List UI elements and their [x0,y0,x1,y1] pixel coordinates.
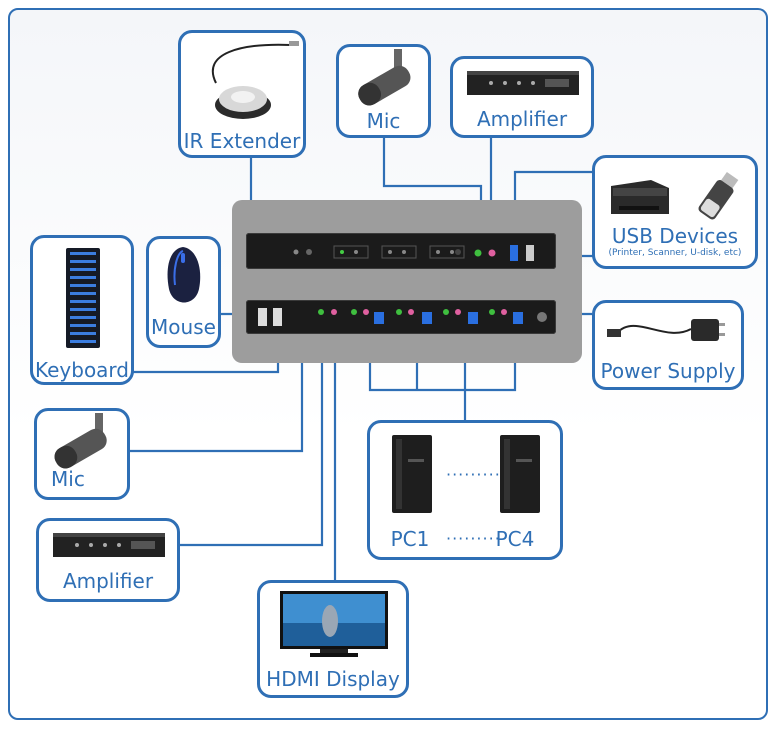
kvm-front-view [246,233,556,269]
pc-dots-top: ········· [446,465,501,484]
ir-receiver-icon [211,41,299,119]
mic-top-label: Mic [366,109,401,133]
microphone-icon [358,49,411,106]
usb-devices-box: USB Devices (Printer, Scanner, U-disk, e… [592,155,758,269]
mouse-box: Mouse [146,236,221,348]
mouse-label: Mouse [151,315,216,339]
power-supply-box: Power Supply [592,300,744,390]
pc1-label: PC1 [390,527,430,551]
monitor-icon [280,591,388,657]
amplifier-icon [467,71,579,95]
hdmi-display-label: HDMI Display [266,667,400,691]
amplifier-icon [53,533,165,557]
ir-extender-box: IR Extender [178,30,306,158]
pc-dots-bottom: ········· [446,529,501,548]
printer-icon [611,180,669,214]
amplifier-top-label: Amplifier [476,107,568,131]
power-supply-label: Power Supply [600,359,736,383]
pcs-box: ········· PC1 ········· PC4 [367,420,563,560]
mic-left-label: Mic [51,467,85,491]
hdmi-display-box: HDMI Display [257,580,409,698]
microphone-icon [54,413,107,469]
ir-extender-label: IR Extender [183,129,301,153]
keyboard-label: Keyboard [34,358,129,382]
mic-top-box: Mic [336,44,431,138]
amplifier-left-label: Amplifier [62,569,154,593]
usb-devices-sublabel: (Printer, Scanner, U-disk, etc) [608,248,742,258]
keyboard-icon [66,248,100,348]
kvm-switch-panel [232,200,582,363]
pc4-label: PC4 [495,527,535,551]
desktop-tower-icon [392,435,540,513]
amplifier-left-box: Amplifier [36,518,180,602]
usb-drive-icon [698,171,739,220]
usb-devices-label: USB Devices [611,224,739,248]
amplifier-top-box: Amplifier [450,56,594,138]
kvm-rear-view [246,300,556,334]
mouse-icon [167,247,201,303]
power-adapter-icon [607,319,725,341]
rear-ports [258,308,547,326]
keyboard-box: Keyboard [30,235,134,385]
front-controls [293,245,534,261]
mic-left-box: Mic [34,408,130,500]
wire-amplifier-left [180,340,324,547]
